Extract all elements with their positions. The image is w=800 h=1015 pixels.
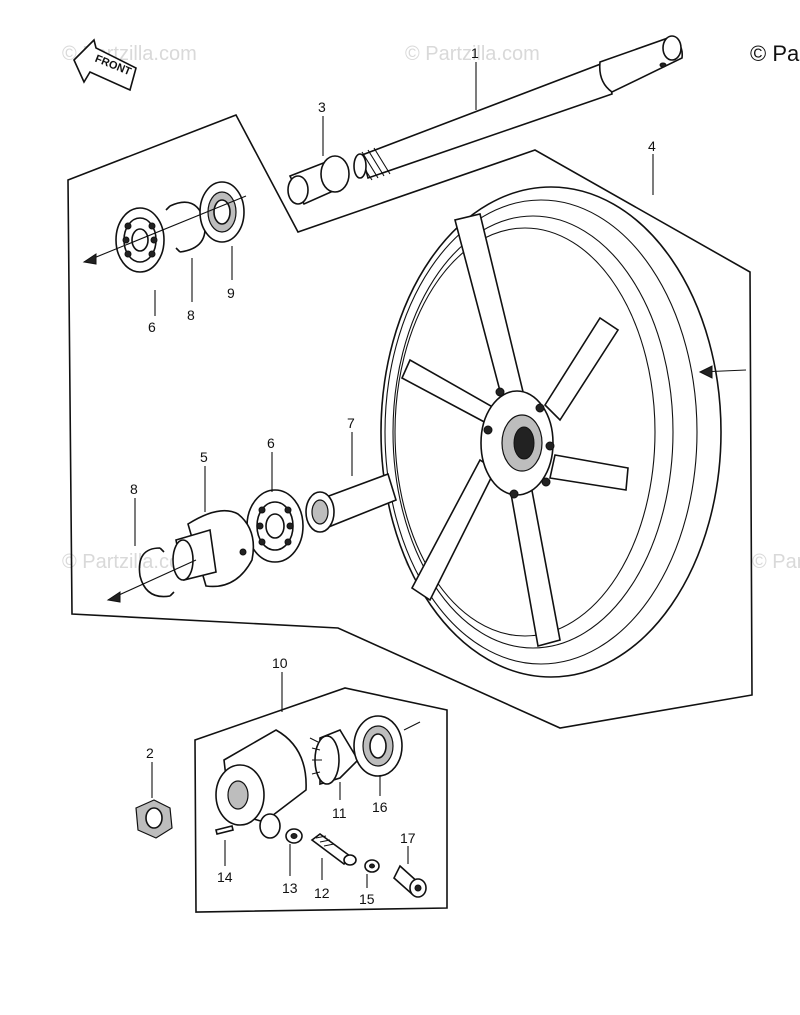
bearing-top: [115, 207, 165, 273]
callout-16: 16: [372, 799, 388, 815]
front-arrow-icon: FRONT: [73, 38, 137, 92]
callout-12: 12: [314, 885, 330, 901]
pinion-gear: [310, 833, 357, 866]
bearing-middle: [246, 489, 304, 563]
axle-shaft: [353, 35, 684, 181]
axle-nut: [135, 799, 173, 839]
callout-8-middle: 8: [130, 481, 138, 497]
drive-plate: [172, 509, 255, 588]
arrow-head-icon: [82, 253, 97, 265]
callout-2: 2: [146, 745, 154, 761]
guide-line: [107, 559, 197, 601]
callout-6-middle: 6: [267, 435, 275, 451]
gear-subassembly-outline: [194, 687, 448, 913]
leader-lines: [134, 62, 654, 888]
callout-7: 7: [347, 415, 355, 431]
bushing: [393, 864, 427, 898]
callout-9: 9: [227, 285, 235, 301]
washer-15: [364, 859, 380, 873]
assembly-outline: [67, 113, 753, 729]
callout-11: 11: [332, 805, 347, 821]
oil-seal-bottom: [353, 715, 403, 777]
callout-8-top: 8: [187, 307, 195, 323]
guide-line: [403, 721, 421, 731]
callout-3: 3: [318, 99, 326, 115]
spacer-collar: [287, 155, 350, 206]
callout-4: 4: [648, 138, 656, 154]
circlip-middle: [138, 547, 175, 598]
callout-5: 5: [200, 449, 208, 465]
callout-1: 1: [471, 45, 479, 61]
drive-gear: [309, 729, 360, 786]
hub-spacer: [305, 472, 397, 533]
callout-6-top: 6: [148, 319, 156, 335]
gear-housing: [215, 729, 307, 839]
washer-13: [285, 828, 303, 844]
watermark: © Partzilla.com: [62, 551, 197, 573]
arrow-head-icon: [698, 365, 713, 379]
callout-14: 14: [217, 869, 233, 885]
callout-15: 15: [359, 891, 375, 907]
callout-13: 13: [282, 880, 298, 896]
arrow-head-icon: [106, 591, 121, 603]
watermark: © Partzilla.com: [405, 43, 540, 65]
circlip-top: [165, 201, 206, 253]
callout-17: 17: [400, 830, 416, 846]
watermark: © Partzilla.com: [752, 551, 800, 573]
pin: [215, 825, 234, 835]
guide-line: [83, 195, 247, 263]
cast-wheel: [380, 186, 722, 678]
copyright-text: © Pa: [750, 41, 800, 66]
callout-10: 10: [272, 655, 288, 671]
